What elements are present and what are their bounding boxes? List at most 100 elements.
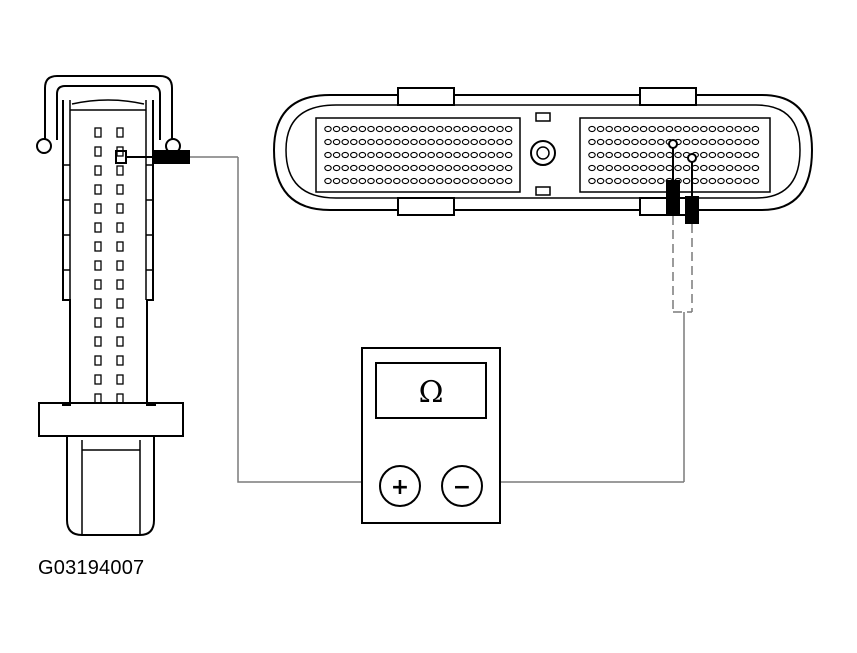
negative-terminal [441,465,483,507]
module-pin [496,138,504,146]
module-pin [410,151,418,159]
module-pin [596,177,605,185]
module-pin [631,138,639,146]
harness-cavity [94,336,102,347]
module-pin [401,138,410,146]
harness-cavity [94,279,102,290]
module-pin [743,151,751,159]
module-pin [614,125,622,133]
module-pin [605,151,613,159]
harness-cavity [94,393,102,404]
module-pin [332,138,341,146]
module-pin [350,164,358,172]
harness-cavity [116,165,124,176]
harness-cavity [94,127,102,138]
module-pin [657,177,665,185]
module-pin [596,164,605,172]
module-pin [605,125,613,133]
module-pin [734,125,742,133]
module-pin [700,151,708,159]
test-leads [237,157,684,483]
module-pin [324,125,332,133]
module-pin [410,177,418,185]
module-pin [751,177,760,185]
module-pin [648,138,656,146]
module-pin [631,151,639,159]
module-pin [401,177,410,185]
module-pin [418,151,427,159]
module-pin [436,177,444,185]
ohm-symbol: Ω [419,375,444,410]
module-pin [751,151,760,159]
module-pin [436,164,444,172]
module-pin [375,164,384,172]
harness-cavity [116,374,124,385]
module-pin [470,125,478,133]
harness-cavity [94,374,102,385]
module-pin [725,125,734,133]
module-pin [648,177,656,185]
module-pin [341,151,349,159]
module-pin [367,125,375,133]
module-pin [427,164,435,172]
module-pin-grid [324,125,760,185]
module-pin [487,164,496,172]
harness-cavity [94,317,102,328]
module-pin [401,164,410,172]
module-pin [332,125,341,133]
module-pin [436,151,444,159]
harness-cavity [116,184,124,195]
module-pin [596,125,605,133]
harness-cavity [116,203,124,214]
harness-cavity [116,127,124,138]
module-pin [751,125,760,133]
module-pin [682,138,691,146]
module-pin [674,125,682,133]
harness-cavity [94,241,102,252]
module-pin [657,125,665,133]
module-pin [427,151,435,159]
module-pin [622,125,631,133]
module-pin [375,138,384,146]
module-pin [461,151,470,159]
module-pin [665,151,674,159]
module-pin [324,138,332,146]
module-test-probes [666,139,699,482]
module-pin [665,125,674,133]
module-pin [622,177,631,185]
module-pin [588,164,596,172]
harness-cavity [116,317,124,328]
module-pin [743,138,751,146]
module-pin [384,164,392,172]
module-pin [691,125,699,133]
module-pin [657,138,665,146]
module-pin [700,177,708,185]
module-pin [436,125,444,133]
module-pin [682,164,691,172]
harness-cavity [116,222,124,233]
module-pin [504,164,513,172]
module-pin [470,151,478,159]
module-pin [324,151,332,159]
module-pin [332,164,341,172]
module-pin [504,151,513,159]
module-pin [743,125,751,133]
module-pin [367,164,375,172]
module-pin [496,164,504,172]
module-pin [725,151,734,159]
module-pin [504,138,513,146]
module-pin [358,177,367,185]
module-pin [410,138,418,146]
module-connector [272,87,814,216]
module-pin [418,164,427,172]
module-pin [674,164,682,172]
module-pin [487,177,496,185]
positive-terminal-label: + [391,475,409,500]
module-pin [708,164,717,172]
module-pin [691,138,699,146]
module-pin [393,125,401,133]
harness-cavity [116,393,124,404]
module-pin [393,151,401,159]
harness-cavity [94,203,102,214]
module-pin [717,138,725,146]
